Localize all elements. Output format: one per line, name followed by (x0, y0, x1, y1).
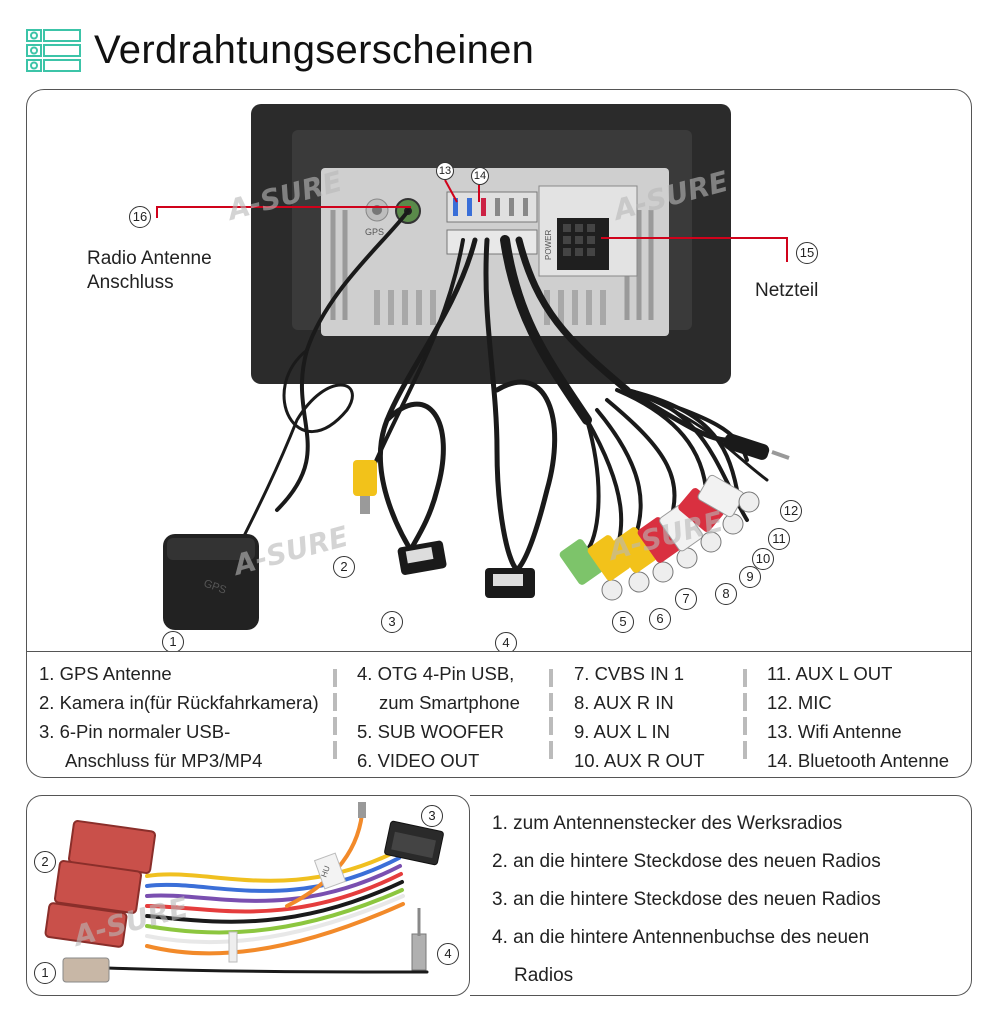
harness-descriptions: 1. zum Antennenstecker des Werksradios 2… (470, 795, 972, 996)
marker-2: 2 (333, 556, 355, 578)
marker-9: 9 (739, 566, 761, 588)
legend-item: 13. Wifi Antenne (767, 721, 902, 742)
description-item: 2. an die hintere Steckdose des neuen Ra… (492, 851, 881, 872)
harness-marker-3: 3 (421, 805, 443, 827)
legend-divider (549, 669, 553, 761)
harness-illustration: HU A-SURE 2 1 3 4 (26, 795, 470, 996)
marker-14: 14 (471, 167, 489, 185)
rca-connectors (559, 474, 760, 601)
legend-item: 4. OTG 4-Pin USB, (357, 663, 515, 684)
legend-item: 7. CVBS IN 1 (574, 663, 685, 684)
harness-marker-2: 2 (34, 851, 56, 873)
description-item: 1. zum Antennenstecker des Werksradios (492, 813, 843, 834)
page-header: Verdrahtungserscheinen (26, 26, 726, 78)
marker-13: 13 (436, 162, 454, 180)
legend-item: zum Smartphone (379, 692, 520, 713)
gps-port-label: GPS (365, 227, 384, 237)
legend-item: 14. Bluetooth Antenne (767, 750, 950, 771)
marker-8: 8 (715, 583, 737, 605)
camera-rca-yellow (353, 460, 377, 496)
leader-line-16 (156, 206, 411, 218)
harness-marker-4: 4 (437, 943, 459, 965)
connector-legend: 1. GPS Antenne 2. Kamera in(für Rückfahr… (26, 652, 972, 778)
description-item: 3. an die hintere Steckdose des neuen Ra… (492, 889, 881, 910)
legend-divider (333, 669, 337, 761)
legend-item: 3. 6-Pin normaler USB- (39, 721, 231, 742)
marker-1: 1 (162, 631, 184, 651)
legend-item: Anschluss für MP3/MP4 (65, 750, 263, 771)
head-unit-illustration: GPS POWER (156, 104, 790, 630)
marker-3: 3 (381, 611, 403, 633)
iso-connectors (44, 820, 157, 948)
marker-6: 6 (649, 608, 671, 630)
marker-11: 11 (768, 528, 790, 550)
iso-harness-drawing: HU A-SURE (44, 802, 444, 983)
power-label: POWER (544, 230, 553, 260)
legend-item: 9. AUX L IN (574, 721, 670, 742)
harness-tag-label: HU (319, 864, 331, 878)
legend-item: 1. GPS Antenne (39, 663, 172, 684)
marker-12: 12 (780, 500, 802, 522)
marker-4: 4 (495, 632, 517, 651)
legend-item: 12. MIC (767, 692, 832, 713)
page-title: Verdrahtungserscheinen (94, 28, 535, 72)
legend-divider (743, 669, 747, 761)
leader-line-15 (601, 237, 788, 262)
radio-antenne-label-line2: Anschluss (87, 272, 174, 293)
legend-item: 5. SUB WOOFER (357, 721, 504, 742)
legend-item: 8. AUX R IN (574, 692, 674, 713)
marker-10: 10 (752, 548, 774, 570)
harness-marker-1: 1 (34, 962, 56, 984)
marker-7: 7 (675, 588, 697, 610)
description-item: Radios (514, 965, 574, 986)
legend-item: 6. VIDEO OUT (357, 750, 480, 771)
legend-item: 11. AUX L OUT (767, 663, 893, 684)
marker-15: 15 (796, 242, 818, 264)
marker-16: 16 (129, 206, 151, 228)
radio-antenne-label: Radio Antenne (87, 248, 212, 269)
legend-item: 2. Kamera in(für Rückfahrkamera) (39, 692, 319, 713)
legend-item: 10. AUX R OUT (574, 750, 705, 771)
list-icon (26, 29, 81, 72)
description-item: 4. an die hintere Antennenbuchse des neu… (492, 927, 870, 948)
wiring-diagram: GPS POWER (26, 89, 972, 652)
netzteil-label: Netzteil (755, 280, 819, 301)
marker-5: 5 (612, 611, 634, 633)
